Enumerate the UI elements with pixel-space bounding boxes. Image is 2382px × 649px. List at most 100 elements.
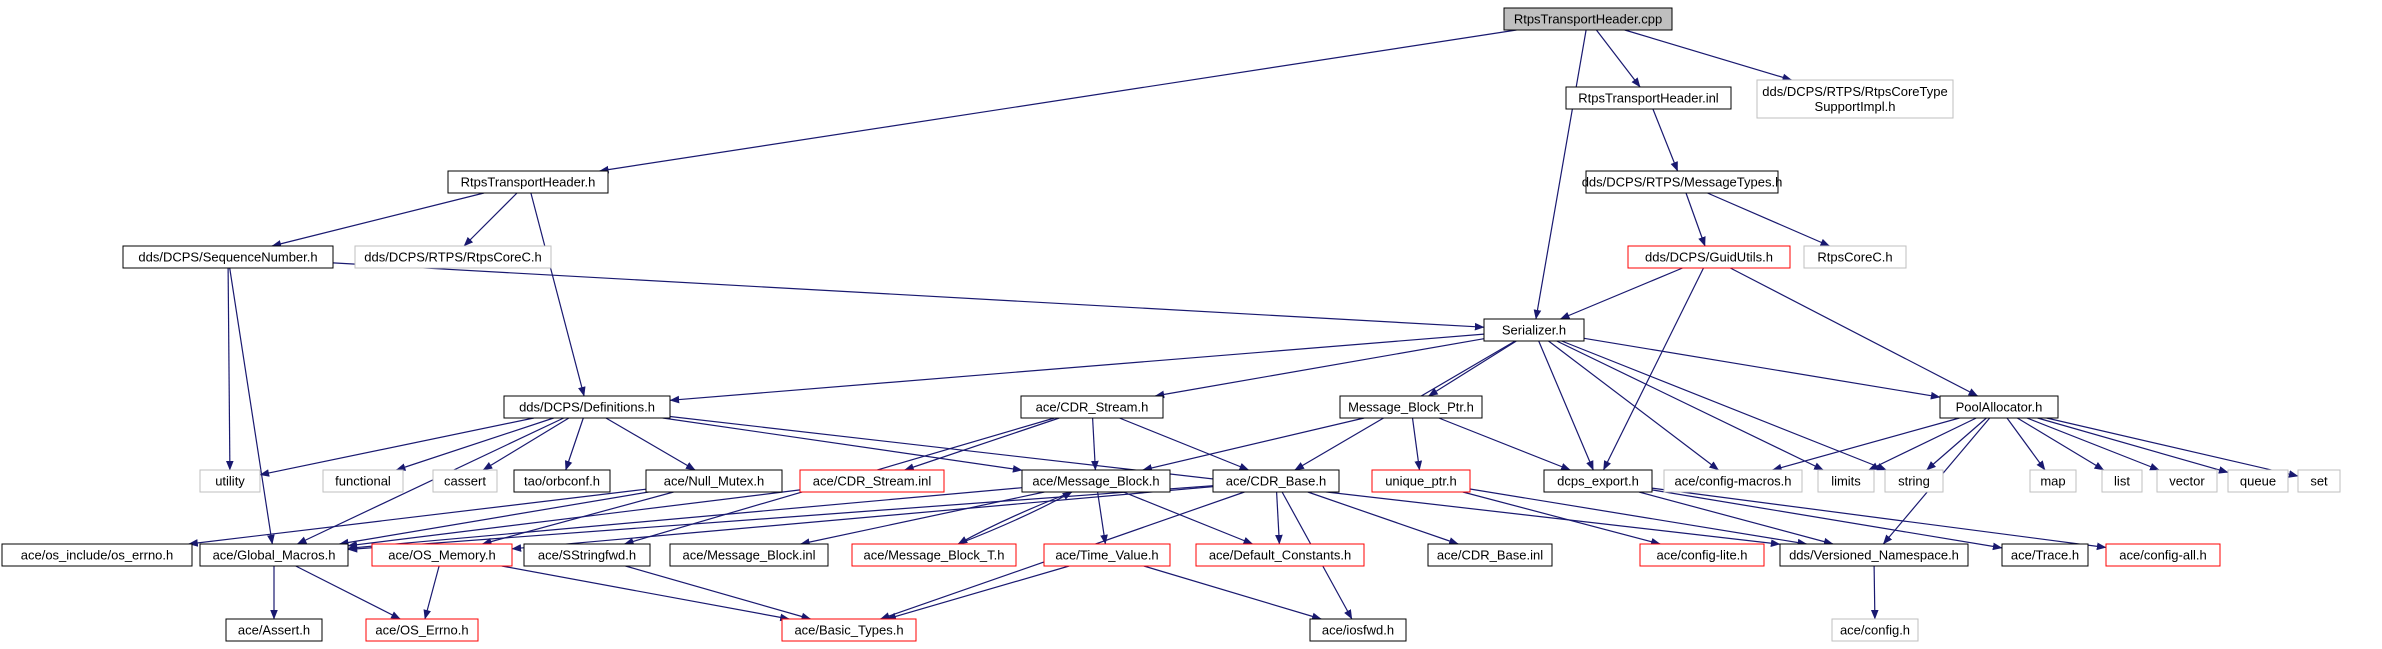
node-label: RtpsTransportHeader.cpp (1514, 12, 1662, 27)
edge-serializer-to-string (1561, 340, 1887, 471)
edge-defs-to-utility (259, 417, 535, 477)
edge-cdrbase-to-cdrbaseinl (1307, 491, 1459, 545)
node-label: ace/OS_Errno.h (375, 623, 468, 638)
edge-root-to-inl (1595, 29, 1641, 88)
edge-dcpsexport-to-versioned (1638, 491, 1834, 546)
node-versioned[interactable]: dds/Versioned_Namespace.h (1779, 543, 1969, 567)
edge-pool-to-map (2006, 417, 2046, 471)
node-basictypes[interactable]: ace/Basic_Types.h (781, 618, 917, 642)
node-box (1831, 618, 1919, 642)
node-box (1585, 170, 1779, 194)
node-box (851, 543, 1017, 567)
node-rth[interactable]: RtpsTransportHeader.h (447, 170, 609, 194)
node-sstringfwd[interactable]: ace/SStringfwd.h (523, 543, 651, 567)
node-box (1483, 318, 1585, 342)
node-label: set (2310, 474, 2328, 489)
node-label: ace/Assert.h (238, 623, 310, 638)
node-label: limits (1831, 474, 1861, 489)
edge-rth-to-seqnum (271, 192, 485, 248)
node-queue: queue (2227, 469, 2289, 493)
node-box (781, 618, 917, 642)
node-globalmacros[interactable]: ace/Global_Macros.h (199, 543, 349, 567)
node-mbptr[interactable]: Message_Block_Ptr.h (1339, 395, 1483, 419)
node-box (669, 543, 829, 567)
node-configmacros: ace/config-macros.h (1663, 469, 1803, 493)
node-label: unique_ptr.h (1385, 474, 1457, 489)
node-label: RtpsTransportHeader.h (461, 175, 596, 190)
edge-dcpsexport-to-trace (1651, 489, 2003, 551)
node-box (1309, 618, 1407, 642)
edge-defs-to-functional (395, 417, 554, 471)
node-cdrbase[interactable]: ace/CDR_Base.h (1212, 469, 1340, 493)
node-oserrno[interactable]: ace/os_include/os_errno.h (1, 543, 193, 567)
node-dcpsexport[interactable]: dcps_export.h (1543, 469, 1653, 493)
edge-cdrstream-to-msgblock (1091, 417, 1099, 471)
node-label: ace/Default_Constants.h (1209, 548, 1351, 563)
node-box (1195, 543, 1365, 567)
node-label: dds/DCPS/RTPS/MessageTypes.h (1582, 175, 1783, 190)
node-cdrbaseinl[interactable]: ace/CDR_Base.inl (1427, 543, 1553, 567)
node-msgtypes[interactable]: dds/DCPS/RTPS/MessageTypes.h (1582, 170, 1783, 194)
edge-versioned-to-config (1870, 565, 1879, 620)
node-oserrnoh[interactable]: ace/OS_Errno.h (365, 618, 479, 642)
node-label: ace/CDR_Base.h (1226, 474, 1326, 489)
node-configall[interactable]: ace/config-all.h (2105, 543, 2221, 567)
edge-root-to-rth (599, 29, 1517, 174)
node-root[interactable]: RtpsTransportHeader.cpp (1503, 7, 1673, 31)
node-string: string (1884, 469, 1944, 493)
node-box (799, 469, 945, 493)
node-label: RtpsTransportHeader.inl (1578, 91, 1719, 106)
node-box (2156, 469, 2218, 493)
node-label: dds/DCPS/Definitions.h (519, 400, 655, 415)
node-defconst[interactable]: ace/Default_Constants.h (1195, 543, 1365, 567)
node-msgblockinl[interactable]: ace/Message_Block.inl (669, 543, 829, 567)
node-iosfwd[interactable]: ace/iosfwd.h (1309, 618, 1407, 642)
edge-timevalue-to-iosfwd (1143, 565, 1322, 621)
node-pool[interactable]: PoolAllocator.h (1939, 395, 2059, 419)
node-nullmutex[interactable]: ace/Null_Mutex.h (645, 469, 783, 493)
edge-msgblock-to-msgblockinl (800, 491, 1045, 546)
node-box (1503, 7, 1673, 31)
edge-nullmutex-to-oserrno (188, 488, 647, 547)
node-msgblock[interactable]: ace/Message_Block.h (1021, 469, 1171, 493)
node-timevalue[interactable]: ace/Time_Value.h (1043, 543, 1171, 567)
node-orbconf[interactable]: tao/orbconf.h (513, 469, 611, 493)
node-config: ace/config.h (1831, 618, 1919, 642)
node-label: cassert (444, 474, 486, 489)
nodes-layer: RtpsTransportHeader.cppRtpsTransportHead… (1, 7, 2341, 642)
edge-serializer-to-defs (669, 333, 1485, 404)
node-trace[interactable]: ace/Trace.h (2001, 543, 2089, 567)
node-label: ace/config-lite.h (1656, 548, 1747, 563)
edge-msgtypes-to-rtpscorec2 (1707, 192, 1831, 247)
edge-serializer-to-configmacros (1548, 340, 1719, 471)
edge-uniqueptr-to-configlite (1462, 491, 1661, 546)
node-assert[interactable]: ace/Assert.h (225, 618, 323, 642)
edge-defs-to-orbconf (564, 417, 584, 471)
node-box (1212, 469, 1340, 493)
node-defs[interactable]: dds/DCPS/Definitions.h (503, 395, 671, 419)
node-seqnum[interactable]: dds/DCPS/SequenceNumber.h (122, 245, 334, 269)
edge-osmemory-to-basictypes (501, 565, 790, 622)
node-label: queue (2240, 474, 2276, 489)
node-cdrstream[interactable]: ace/CDR_Stream.h (1020, 395, 1164, 419)
node-label: dds/DCPS/RTPS/RtpsCoreType (1762, 84, 1947, 99)
node-serializer[interactable]: Serializer.h (1483, 318, 1585, 342)
node-guidutils[interactable]: dds/DCPS/GuidUtils.h (1627, 245, 1791, 269)
node-msgblockt[interactable]: ace/Message_Block_T.h (851, 543, 1017, 567)
edge-seqnum-to-utility (225, 267, 234, 471)
edge-inl-to-msgtypes (1652, 108, 1679, 172)
node-osmemory[interactable]: ace/OS_Memory.h (371, 543, 513, 567)
node-inl[interactable]: RtpsTransportHeader.inl (1565, 86, 1732, 110)
edge-pool-to-list (2016, 417, 2105, 471)
edge-rth-to-rtpscorec (463, 192, 518, 247)
edge-rth-to-defs (530, 192, 586, 397)
edge-globalmacros-to-oserrnoh (295, 565, 401, 620)
node-label: ace/OS_Memory.h (388, 548, 495, 563)
node-box (122, 245, 334, 269)
edge-root-to-serializer (1533, 29, 1587, 320)
node-uniqueptr[interactable]: unique_ptr.h (1371, 469, 1471, 493)
node-cdrstreaminl[interactable]: ace/CDR_Stream.inl (799, 469, 945, 493)
node-label: ace/CDR_Stream.h (1036, 400, 1149, 415)
node-configlite[interactable]: ace/config-lite.h (1639, 543, 1765, 567)
